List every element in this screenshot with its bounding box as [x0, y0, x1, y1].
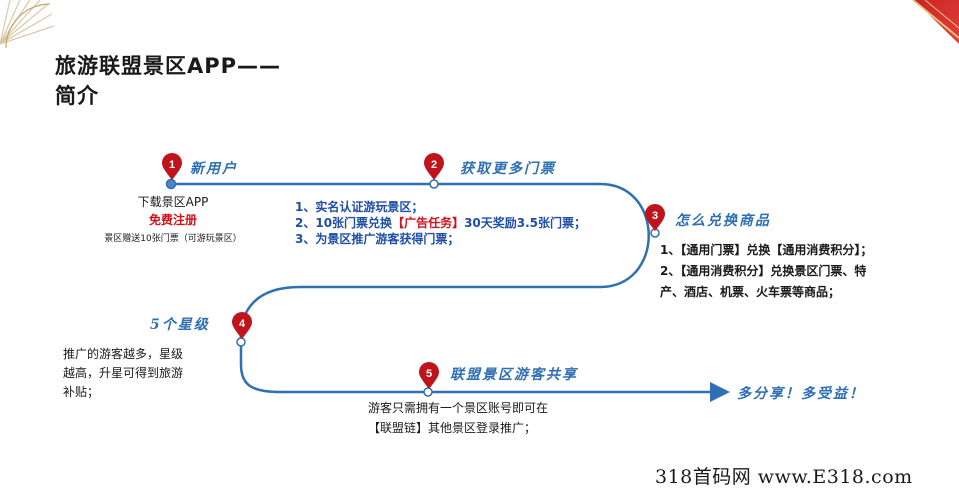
- step-5-line-1: 游客只需拥有一个景区账号即可在: [368, 401, 549, 415]
- slogan: 多分享！多受益！: [737, 386, 865, 402]
- step-3-line-3: 产、酒店、机票、火车票等商品；: [660, 285, 841, 299]
- step-marker-4-number: 4: [239, 318, 246, 330]
- step-marker-3: 3: [644, 204, 666, 236]
- step-4-line-3: 补贴；: [63, 385, 100, 399]
- top-left-fan-decoration: [0, 0, 55, 48]
- step-2-label: 获取更多门票: [460, 161, 556, 177]
- map-pin-icon: 3: [645, 204, 665, 231]
- flow-node-5: [423, 387, 433, 397]
- step-5-description: 游客只需拥有一个景区账号即可在 【联盟链】其他景区登录推广；: [368, 398, 628, 438]
- step-marker-1: 1: [161, 153, 183, 185]
- flow-path-line: [171, 182, 730, 402]
- step-3-label: 怎么兑换商品: [675, 213, 771, 229]
- step-2-line-2: 2、10张门票兑换【广告任务】30天奖励3.5张门票；: [295, 215, 635, 231]
- step-1-line-1: 下载景区APP: [137, 195, 209, 209]
- step-2-line-2-red: 【广告任务】: [392, 216, 465, 230]
- flow-node-4: [236, 337, 246, 347]
- step-2-line-2-post: 30天奖励3.5张门票；: [464, 216, 587, 230]
- step-4-label: 5个星级: [150, 317, 210, 333]
- step-3-line-2: 2、【通用消费积分】兑换景区门票、特: [660, 264, 867, 278]
- step-5-line-2: 【联盟链】其他景区登录推广；: [368, 421, 537, 435]
- map-pin-icon: 4: [232, 312, 252, 339]
- step-1-description: 下载景区APP 免费注册 景区赠送10张门票（可游玩景区）: [88, 193, 258, 244]
- map-pin-icon: 1: [162, 153, 182, 180]
- step-2-line-1: 1、实名认证游玩景区；: [295, 200, 424, 214]
- map-pin-icon: 5: [419, 362, 439, 389]
- step-4-line-2: 越高，升星可得到旅游: [63, 366, 184, 380]
- flow-node-1: [165, 178, 177, 190]
- step-3-line-1: 1、【通用门票】兑换【通用消费积分】；: [660, 243, 873, 257]
- step-marker-2: 2: [423, 153, 445, 185]
- top-right-gold-lines-decoration: [912, 0, 959, 39]
- step-2-line-3: 3、为景区推广游客获得门票；: [295, 232, 460, 246]
- watermark: 318首码网 www.E318.com: [655, 466, 913, 488]
- step-5-label: 联盟景区游客共享: [450, 367, 578, 383]
- page-title: 旅游联盟景区APP——: [55, 54, 282, 78]
- page-subtitle: 简介: [55, 84, 99, 108]
- step-4-line-1: 推广的游客越多，星级: [63, 347, 184, 361]
- step-marker-5: 5: [418, 362, 440, 394]
- step-2-line-2-pre: 2、10张门票兑换: [295, 216, 393, 230]
- step-marker-4: 4: [231, 312, 253, 344]
- step-1-label: 新用户: [190, 161, 238, 177]
- step-1-line-2: 免费注册: [148, 213, 197, 227]
- step-3-description: 1、【通用门票】兑换【通用消费积分】； 2、【通用消费积分】兑换景区门票、特 产…: [660, 240, 955, 303]
- step-1-line-3: 景区赠送10张门票（可游玩景区）: [104, 234, 242, 244]
- step-4-description: 推广的游客越多，星级 越高，升星可得到旅游 补贴；: [63, 345, 233, 402]
- map-pin-icon: 2: [424, 153, 444, 180]
- step-marker-1-number: 1: [169, 159, 175, 171]
- step-marker-3-number: 3: [652, 210, 658, 222]
- step-marker-5-number: 5: [426, 368, 432, 380]
- step-marker-2-number: 2: [431, 159, 437, 171]
- step-2-description: 1、实名认证游玩景区； 2、10张门票兑换【广告任务】30天奖励3.5张门票； …: [295, 199, 635, 247]
